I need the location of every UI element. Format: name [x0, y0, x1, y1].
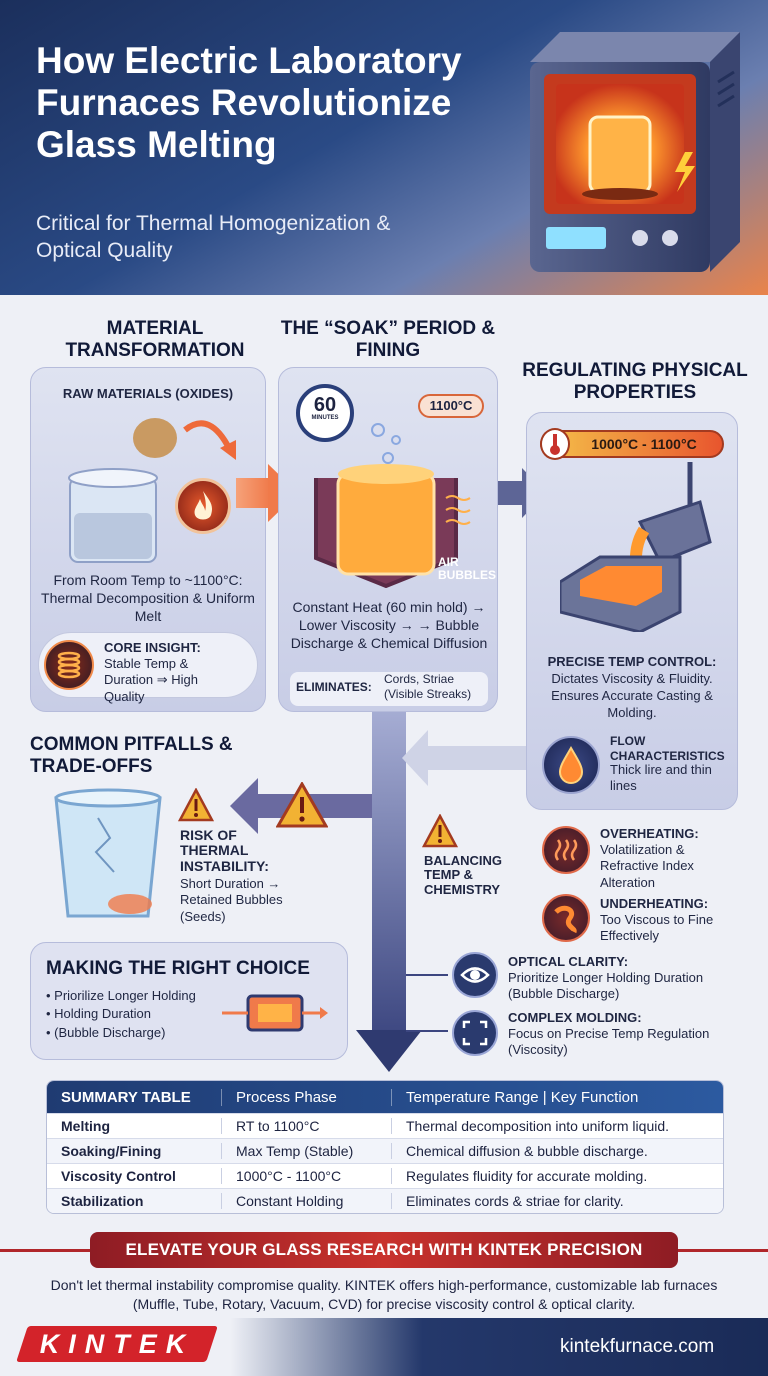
risk-title: RISK OF THERMAL INSTABILITY: [180, 827, 269, 874]
table-cell: Eliminates cords & striae for clarity. [391, 1193, 723, 1209]
flow-spine-arrowhead [356, 1030, 422, 1072]
overheating-title: OVERHEATING: [600, 826, 699, 841]
pitfalls-heading: COMMON PITFALLS & TRADE-OFFS [30, 734, 233, 777]
soak-description: Constant Heat (60 min hold) → Lower Visc… [290, 599, 488, 652]
warning-icon-small [178, 788, 214, 822]
flow-spine [372, 700, 406, 1040]
cta-banner[interactable]: ELEVATE YOUR GLASS RESEARCH WITH KINTEK … [90, 1232, 678, 1268]
choice-item: • Priorilize Longer Holding [46, 988, 196, 1003]
summary-table: SUMMARY TABLE Process Phase Temperature … [46, 1080, 724, 1214]
timer-value: 60 [313, 394, 337, 416]
air-bubbles-label: AIR BUBBLES [438, 555, 497, 583]
optical-clarity-text: Prioritize Longer Holding Duration (Bubb… [508, 970, 704, 1002]
website-link[interactable]: kintekfurnace.com [560, 1336, 715, 1357]
heating-element-icon [222, 994, 328, 1032]
flow-arrow-icon [183, 420, 236, 460]
drop-icon [542, 736, 600, 794]
core-insight-text: Stable Temp & Duration ⇒ High Quality [104, 656, 198, 704]
flow-characteristics-title: FLOW CHARACTERISTICS [610, 734, 725, 763]
soak-heading: THE “SOAK” PERIOD & FINING [280, 318, 496, 361]
table-cell: Melting [61, 1118, 110, 1134]
choice-item: • Holding Duration [46, 1006, 152, 1022]
table-row: Viscosity Control 1000°C - 1100°C Regula… [47, 1163, 723, 1188]
casting-icon [560, 462, 712, 632]
warning-icon-large [276, 782, 328, 828]
precise-temp-title: PRECISE TEMP CONTROL: [547, 654, 717, 669]
table-cell: 1000°C - 1100°C [221, 1168, 391, 1184]
table-cell: Max Temp (Stable) [221, 1143, 391, 1159]
raw-materials-label: RAW MATERIALS (OXIDES) [62, 386, 234, 401]
eliminates-label: ELIMINATES: [296, 680, 372, 694]
table-cell: Soaking/Fining [61, 1143, 162, 1159]
eliminates-text: Cords, Striae (Visible Streaks) [384, 672, 472, 701]
eye-icon [452, 952, 498, 998]
crucible-icon [68, 418, 177, 563]
soak-crucible-icon [314, 423, 471, 588]
optical-clarity-title: OPTICAL CLARITY: [508, 954, 629, 969]
table-header-cell: Temperature Range | Key Function [391, 1088, 723, 1106]
table-row: Stabilization Constant Holding Eliminate… [47, 1188, 723, 1213]
table-cell: Constant Holding [221, 1193, 391, 1209]
thermometer-icon [540, 428, 570, 460]
material-heading: MATERIAL TRANSFORMATION [65, 318, 245, 361]
table-header-cell: Process Phase [221, 1088, 391, 1106]
core-insight-title: CORE INSIGHT: [104, 640, 201, 655]
flow-arrow-3 [402, 730, 526, 786]
balancing-title: BALANCING TEMP & CHEMISTRY [424, 853, 502, 897]
temp-range-label: 1000°C - 1100°C [591, 436, 697, 452]
complex-molding-title: COMPLEX MOLDING: [508, 1010, 642, 1025]
table-row: Melting RT to 1100°C Thermal decompositi… [47, 1113, 723, 1138]
table-cell: RT to 1100°C [221, 1118, 391, 1134]
temp-badge-value: 1100°C [429, 398, 473, 413]
table-cell: Regulates fluidity for accurate molding. [391, 1168, 723, 1184]
timer-unit: MINUTES [311, 415, 339, 421]
furnace-illustration [530, 32, 740, 272]
eliminates-card [290, 672, 488, 706]
table-cell: Chemical diffusion & bubble discharge. [391, 1143, 723, 1159]
choice-list: • Priorilize Longer Holding • Holding Du… [46, 988, 236, 1041]
choice-heading: MAKING THE RIGHT CHOICE [46, 958, 310, 979]
cracked-glass-icon [54, 788, 162, 918]
flow-characteristics-text: Thick lire and thin lines [610, 762, 712, 794]
table-header-cell: SUMMARY TABLE [61, 1088, 191, 1106]
flow-arrow-1 [236, 478, 270, 508]
flame-icon [175, 478, 231, 534]
header-banner: How Electric Laboratory Furnaces Revolut… [0, 0, 768, 295]
page-title: How Electric Laboratory Furnaces Revolut… [36, 40, 462, 165]
cta-text: Don't let thermal instability compromise… [50, 1277, 718, 1312]
heat-icon [542, 826, 590, 874]
underheating-title: UNDERHEATING: [600, 896, 709, 911]
material-description: From Room Temp to ~1100°C: Thermal Decom… [41, 572, 255, 625]
table-cell: Thermal decomposition into uniform liqui… [391, 1118, 723, 1134]
coil-icon [44, 640, 94, 690]
page-subtitle: Critical for Thermal Homogenization & Op… [36, 212, 391, 263]
viscous-icon [542, 894, 590, 942]
overheating-text: Volatilization & Refractive Index Altera… [600, 842, 694, 890]
risk-text: Short Duration → Retained Bubbles (Seeds… [180, 876, 283, 924]
temp-badge: 1100°C [418, 394, 484, 418]
underheating-text: Too Viscous to Fine Effectively [600, 912, 714, 944]
focus-icon [452, 1010, 498, 1056]
table-cell: Stabilization [61, 1193, 144, 1209]
branch-line-1 [406, 974, 448, 976]
thermometer-bar [540, 430, 724, 458]
table-header: SUMMARY TABLE Process Phase Temperature … [47, 1081, 723, 1113]
kintek-logo-text: KINTEK [39, 1329, 195, 1359]
branch-line-2 [406, 1030, 448, 1032]
timer-icon: 60 MINUTES [296, 384, 354, 442]
table-cell: Viscosity Control [61, 1168, 176, 1184]
warning-icon-balance [422, 814, 458, 848]
precise-temp-text: Dictates Viscosity & Fluidity. Ensures A… [551, 671, 713, 720]
choice-item: • (Bubble Discharge) [46, 1024, 166, 1040]
table-row: Soaking/Fining Max Temp (Stable) Chemica… [47, 1138, 723, 1163]
regulating-heading: REGULATING PHYSICAL PROPERTIES [522, 360, 748, 403]
complex-molding-text: Focus on Precise Temp Regulation (Viscos… [508, 1026, 710, 1058]
